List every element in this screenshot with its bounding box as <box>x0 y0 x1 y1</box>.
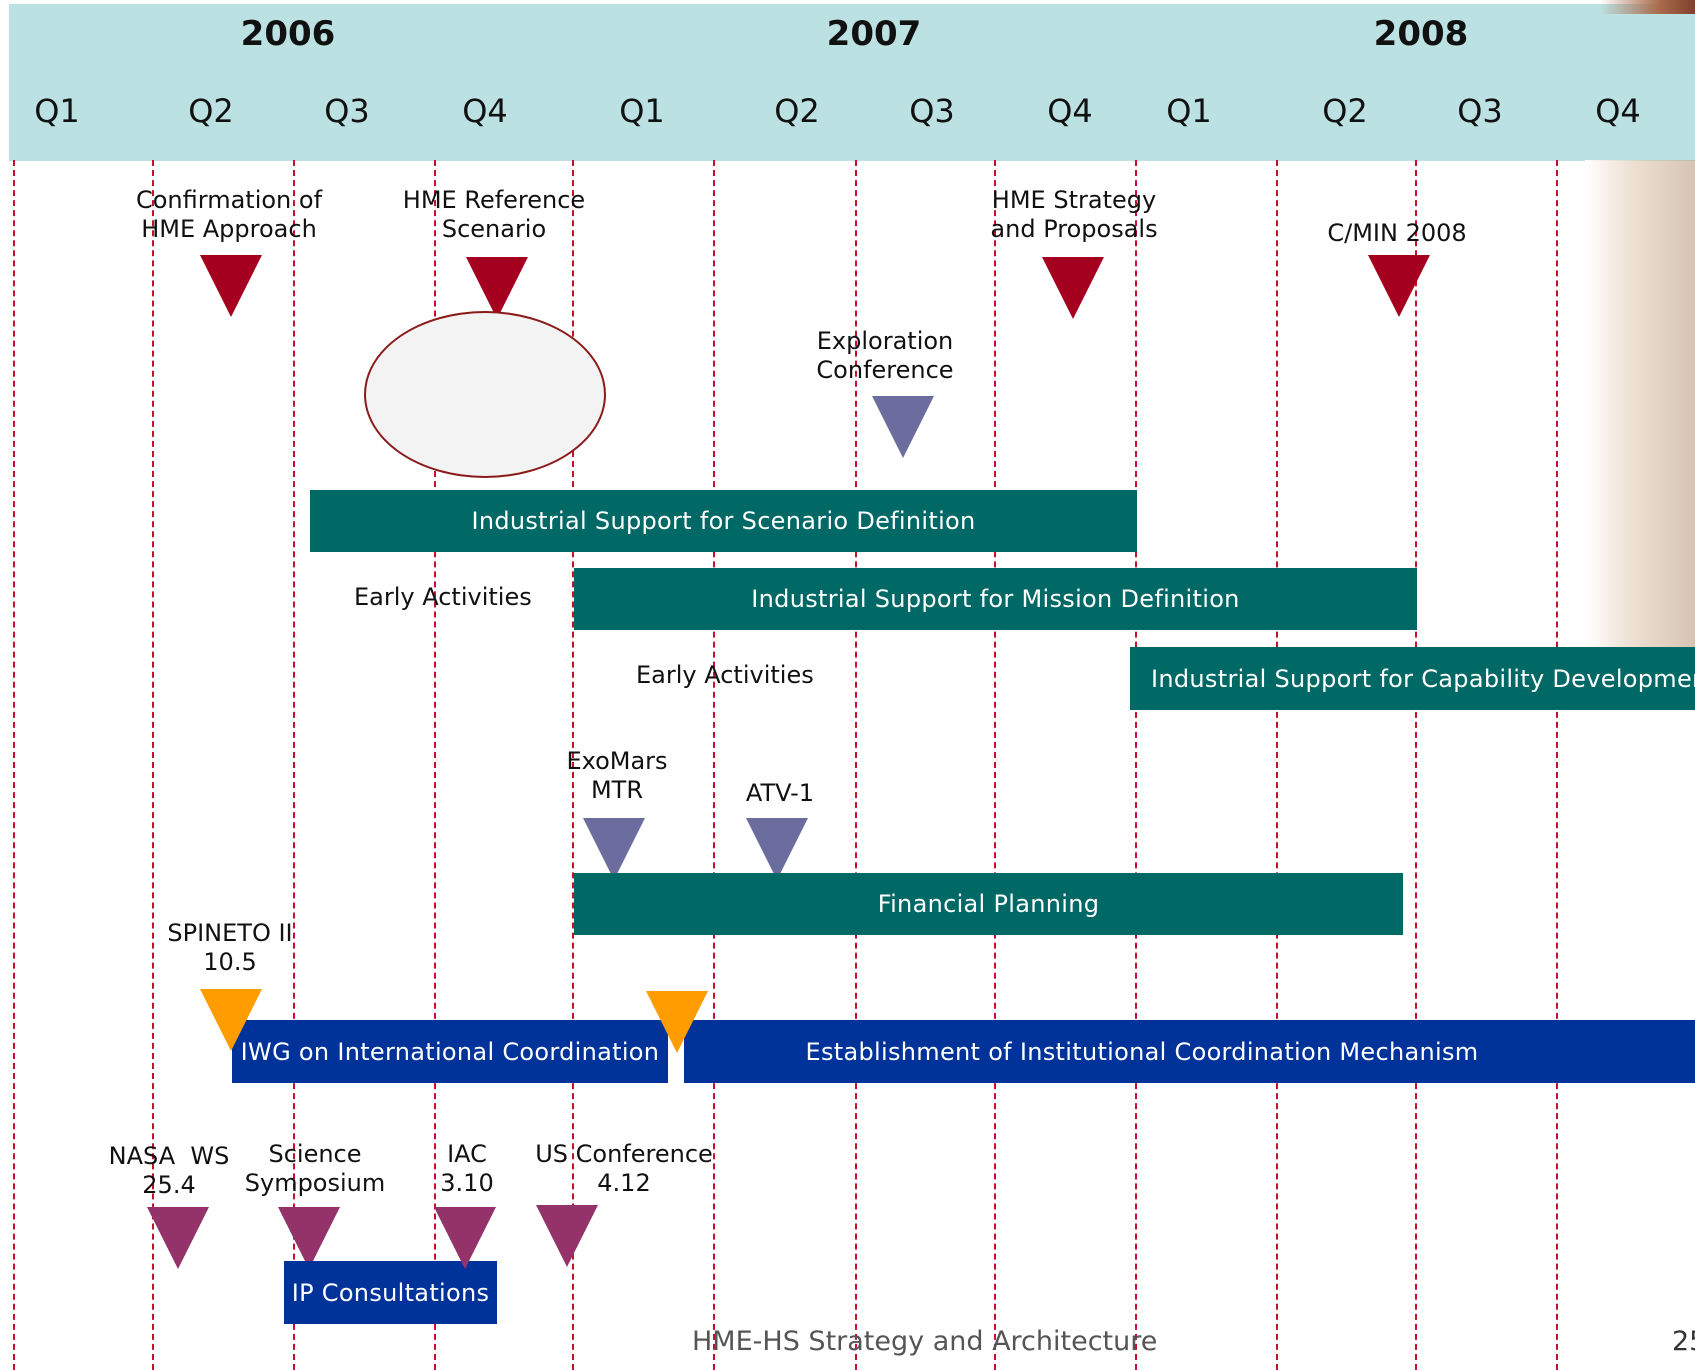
grid-line <box>293 160 295 1370</box>
milestone-label-us: US Conference 4.12 <box>535 1140 713 1197</box>
bar-capability-development: Industrial Support for Capability Develo… <box>1130 647 1695 710</box>
grid-line <box>1556 160 1558 1370</box>
milestone-label-cmin: C/MIN 2008 <box>1327 219 1467 247</box>
milestone-marker-cmin <box>1368 255 1430 317</box>
milestone-marker-exomars <box>583 818 645 880</box>
grid-line <box>713 160 715 1370</box>
milestone-marker-atv <box>746 818 808 880</box>
milestone-marker-reference <box>466 257 528 319</box>
early-activities-label-2: Early Activities <box>636 661 814 689</box>
grid-line <box>434 160 436 1370</box>
grid-line <box>152 160 154 1370</box>
page-number: 25 <box>1672 1326 1695 1357</box>
footer-title: HME-HS Strategy and Architecture <box>692 1326 1158 1357</box>
grid-line <box>855 160 857 1370</box>
milestone-label-strategy: HME Strategy and Proposals <box>990 186 1158 243</box>
bar-ip-consultations: IP Consultations <box>284 1261 497 1324</box>
grid-line <box>994 160 996 1370</box>
quarter-2007-q4: Q4 <box>1047 92 1093 130</box>
quarter-2007-q1: Q1 <box>619 92 665 130</box>
year-2006: 2006 <box>240 14 336 54</box>
highlight-ellipse <box>364 311 606 478</box>
milestone-marker-nasa <box>147 1207 209 1269</box>
quarter-2006-q4: Q4 <box>462 92 508 130</box>
quarter-2006-q1: Q1 <box>34 92 80 130</box>
bar-financial-planning: Financial Planning <box>574 873 1403 935</box>
milestone-marker-strategy <box>1042 257 1104 319</box>
milestone-label-confirmation: Confirmation of HME Approach <box>135 186 323 243</box>
grid-line <box>572 160 574 1370</box>
grid-line <box>1415 160 1417 1370</box>
bar-iwg-coordination: IWG on International Coordination <box>232 1020 668 1083</box>
milestone-label-spineto: SPINETO II 10.5 <box>167 919 293 976</box>
milestone-label-reference: HME Reference Scenario <box>402 186 586 243</box>
quarter-2008-q1: Q1 <box>1166 92 1212 130</box>
quarter-2007-q2: Q2 <box>774 92 820 130</box>
quarter-2008-q3: Q3 <box>1457 92 1503 130</box>
milestone-marker-iac <box>434 1207 496 1269</box>
bar-mission-definition: Industrial Support for Mission Definitio… <box>574 568 1417 630</box>
milestone-label-nasa: NASA WS 25.4 <box>108 1142 230 1199</box>
quarter-2006-q2: Q2 <box>188 92 234 130</box>
milestone-marker-exploration <box>872 396 934 458</box>
decorative-photo-top <box>1600 0 1695 14</box>
milestone-label-exomars: ExoMars MTR <box>566 747 668 804</box>
year-2008: 2008 <box>1373 14 1469 54</box>
bar-scenario-definition: Industrial Support for Scenario Definiti… <box>310 490 1137 552</box>
quarter-2006-q3: Q3 <box>324 92 370 130</box>
timeline-header: 2006 2007 2008 Q1 Q2 Q3 Q4 Q1 Q2 Q3 Q4 Q… <box>9 4 1695 161</box>
grid-line <box>13 160 15 1370</box>
milestone-marker-science <box>278 1207 340 1269</box>
grid-line <box>1276 160 1278 1370</box>
milestone-marker-us <box>536 1205 598 1267</box>
bar-institutional-coordination: Establishment of Institutional Coordinat… <box>684 1020 1695 1083</box>
grid-line <box>1135 160 1137 1370</box>
milestone-marker-confirmation <box>200 255 262 317</box>
decorative-photo <box>1585 160 1695 680</box>
milestone-marker-spineto <box>200 989 262 1051</box>
milestone-label-atv: ATV-1 <box>745 779 815 807</box>
milestone-label-science: Science Symposium <box>244 1140 386 1197</box>
quarter-2008-q2: Q2 <box>1322 92 1368 130</box>
milestone-label-iac: IAC 3.10 <box>440 1140 494 1197</box>
year-2007: 2007 <box>826 14 922 54</box>
milestone-marker-coordination-transition <box>646 991 708 1053</box>
quarter-2007-q3: Q3 <box>909 92 955 130</box>
quarter-2008-q4: Q4 <box>1595 92 1641 130</box>
milestone-label-exploration: Exploration Conference <box>816 327 954 384</box>
early-activities-label-1: Early Activities <box>354 583 532 611</box>
